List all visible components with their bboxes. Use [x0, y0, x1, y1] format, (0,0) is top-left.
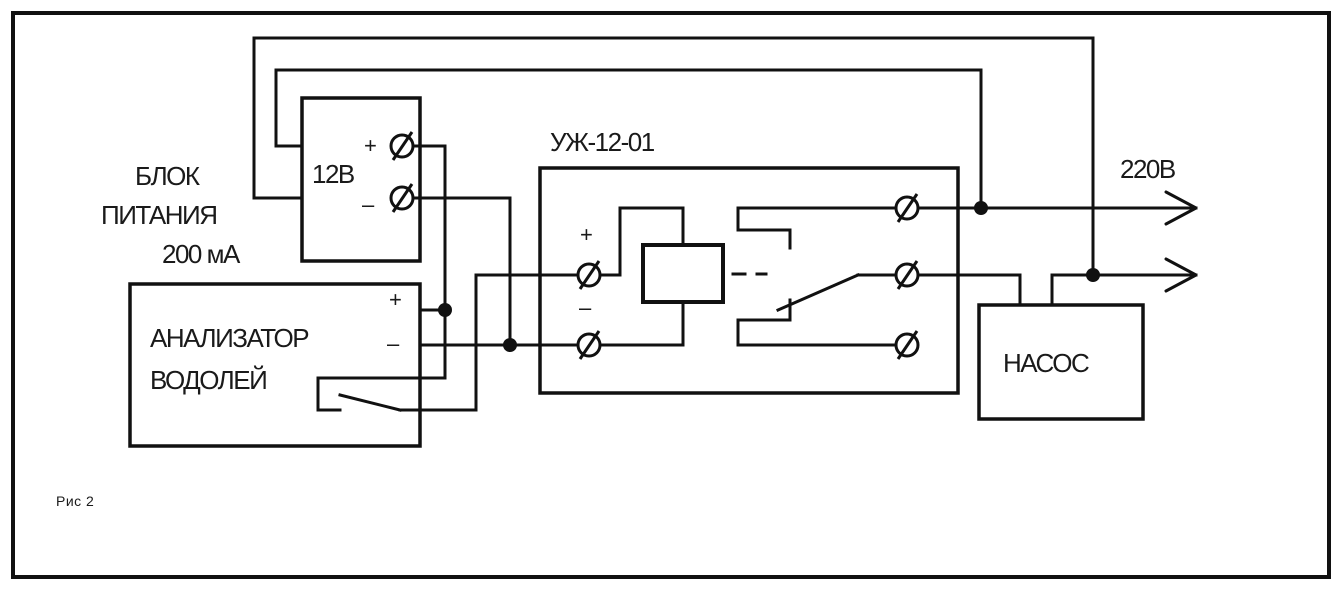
wire-switch-to-relay-plus: [398, 273, 580, 412]
mains-voltage-label: 220В: [1120, 154, 1175, 184]
wire-plus-to-switch: [316, 308, 447, 412]
terminal-psu-minus: [389, 183, 415, 213]
wire-pump-return: [1050, 273, 1198, 307]
terminal-relay-minus: [576, 330, 602, 360]
junction-node-minus: [503, 338, 517, 352]
analyzer-box: [128, 282, 422, 448]
analyzer-plus-sign: +: [389, 287, 402, 312]
terminal-relay-out-1: [894, 193, 920, 223]
power-unit-box: [300, 96, 422, 263]
psu-plus-sign: +: [364, 133, 377, 158]
relay-contact-nc: [736, 298, 898, 347]
relay-minus-sign: –: [579, 295, 592, 320]
analyzer-switch-blade: [338, 393, 402, 412]
wire-psu-minus: [411, 196, 512, 347]
terminal-relay-out-2: [894, 260, 920, 290]
relay-coil: [641, 243, 725, 304]
psu-minus-sign: –: [362, 192, 375, 217]
terminal-relay-out-3: [894, 330, 920, 360]
figure-caption: Рис 2: [56, 493, 94, 509]
controller-name: УЖ-12-01: [550, 127, 655, 157]
analyzer-minus-sign: –: [387, 331, 400, 356]
power-unit-title-line2: ПИТАНИЯ: [101, 200, 216, 230]
terminal-relay-plus: [576, 260, 602, 290]
relay-box: [538, 166, 960, 395]
wire-mains-2: [916, 273, 1022, 307]
pump-label: НАСОС: [1003, 348, 1089, 378]
wire-relay-coil-minus: [598, 300, 685, 347]
power-unit-title-line1: БЛОК: [135, 161, 200, 191]
junction-node-mains-2: [1086, 268, 1100, 282]
wire-relay-coil-plus: [598, 206, 685, 277]
analyzer-title-line2: ВОДОЛЕЙ: [150, 365, 266, 395]
analyzer-title-line1: АНАЛИЗАТОР: [150, 323, 308, 353]
wire-supply-outer: [252, 36, 1095, 277]
power-unit-voltage: 12В: [312, 159, 354, 189]
junction-node-mains-1: [974, 201, 988, 215]
arrow-mains-1: [1164, 190, 1198, 226]
junction-node-plus: [438, 303, 452, 317]
arrow-mains-2: [1164, 257, 1198, 293]
pump-box: [977, 303, 1145, 421]
wire-psu-plus: [411, 144, 447, 312]
wire-supply-inner: [274, 68, 983, 210]
outer-frame: [11, 11, 1331, 579]
relay-contact-no: [736, 206, 898, 250]
power-unit-current: 200 мА: [162, 239, 241, 269]
terminal-psu-plus: [389, 131, 415, 161]
relay-plus-sign: +: [580, 222, 593, 247]
